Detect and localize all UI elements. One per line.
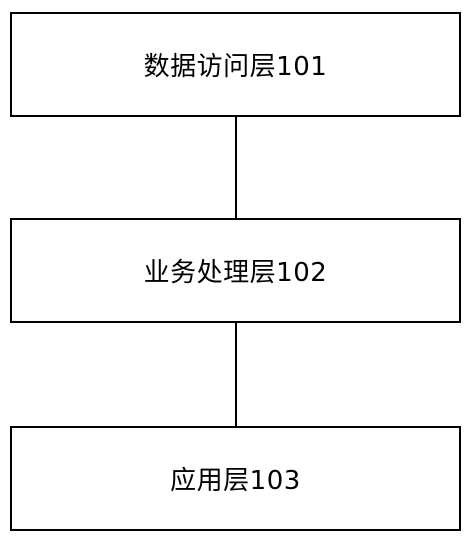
application-layer-box: 应用层103 bbox=[10, 426, 461, 531]
data-access-layer-label: 数据访问层101 bbox=[143, 52, 328, 82]
connector-line-2-3 bbox=[235, 323, 237, 426]
connector-line-1-2 bbox=[235, 117, 237, 218]
application-layer-label: 应用层103 bbox=[170, 466, 301, 496]
business-processing-layer-box: 业务处理层102 bbox=[10, 218, 461, 323]
business-processing-layer-label: 业务处理层102 bbox=[143, 258, 328, 288]
data-access-layer-box: 数据访问层101 bbox=[10, 12, 461, 117]
